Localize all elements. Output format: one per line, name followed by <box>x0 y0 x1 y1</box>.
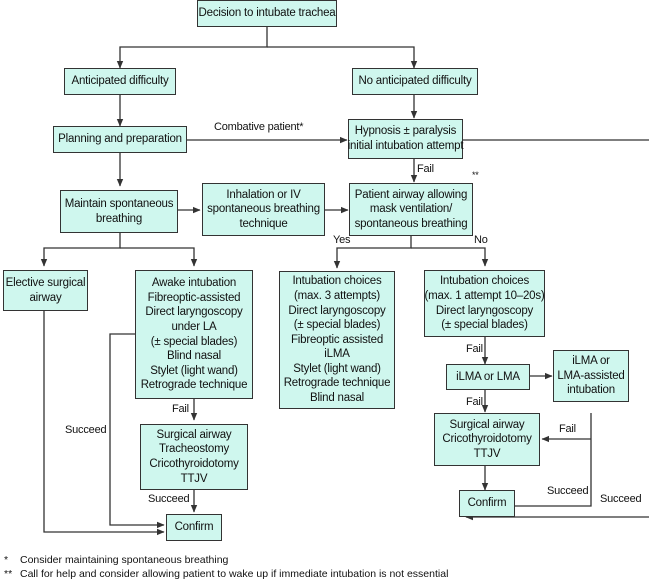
box-line: Elective surgical <box>5 276 86 289</box>
succeed-assisted-label: Succeed <box>547 485 589 497</box>
footnote-mark: ** <box>4 568 13 580</box>
box-line: Direct laryngoscopy <box>145 306 243 319</box>
fail-choices-no-label: Fail <box>466 343 483 355</box>
box-line: Confirm <box>467 497 507 510</box>
box-line: Retrograde technique <box>283 377 391 390</box>
box-line: (± special blades) <box>150 335 238 348</box>
edge-no <box>411 247 489 267</box>
box-line: airway <box>29 291 62 304</box>
elective-surgical-airway-box: Elective surgical airway <box>3 270 88 311</box>
no-anticipated-difficulty-box: No anticipated difficulty <box>352 68 478 95</box>
edge-far-right-succeed <box>462 139 649 521</box>
box-line: Patient airway allowing <box>354 188 468 201</box>
fail-awake-label: Fail <box>172 403 189 415</box>
decision-box: Decision to intubate trachea <box>197 0 337 27</box>
box-line: Confirm <box>174 521 214 534</box>
box-line: TTJV <box>180 472 208 485</box>
box-line: Stylet (light wand) <box>150 364 238 377</box>
box-line: Decision to intubate trachea <box>198 7 336 20</box>
box-line: breathing <box>95 212 143 225</box>
fail-assisted-label: Fail <box>559 423 576 435</box>
box-line: Awake intubation <box>151 277 237 290</box>
footnote-2: ** Call for help and consider allowing pa… <box>4 568 448 580</box>
fail-label: Fail <box>417 163 434 175</box>
box-line: technique <box>239 217 288 230</box>
box-line: Intubation choices <box>292 275 382 288</box>
fail-ilma-label: Fail <box>466 396 483 408</box>
succeed-left-label: Succeed <box>65 424 107 436</box>
box-line: iLMA or LMA <box>456 370 520 383</box>
edge-to-awake <box>120 247 198 267</box>
box-line: intubation <box>567 384 615 397</box>
edge-to-elective <box>40 233 121 267</box>
box-line: iLMA <box>324 348 350 361</box>
edge-yes <box>333 235 412 269</box>
box-line: Fibreoptic-assisted <box>147 291 241 304</box>
box-line: under LA <box>171 320 217 333</box>
footnote-1: * Consider maintaining spontaneous breath… <box>4 554 228 566</box>
box-line: Stylet (light wand) <box>293 362 381 375</box>
box-line: Cricothyroidotomy <box>149 458 239 470</box>
edge-awake-succeed <box>109 333 165 529</box>
box-line: Inhalation or IV <box>226 188 301 201</box>
hypnosis-box: Hypnosis ± paralysis initial intubation a… <box>347 119 464 159</box>
maintain-breathing-box: Maintain spontaneous breathing <box>60 190 178 233</box>
no-label: No <box>474 234 488 246</box>
box-line: Fibreoptic assisted <box>290 333 384 346</box>
combative-label: Combative patient* <box>214 121 304 133</box>
box-line: spontaneous breathing <box>207 203 320 216</box>
footnote-text: Call for help and consider allowing pati… <box>20 568 449 580</box>
box-line: Hypnosis ± paralysis <box>354 125 457 138</box>
succeed-surgical-left-label: Succeed <box>148 493 190 505</box>
box-line: Blind nasal <box>309 392 365 405</box>
box-line: TTJV <box>473 447 501 460</box>
box-line: Retrograde technique <box>140 379 248 392</box>
box-line: Direct laryngoscopy <box>435 304 534 317</box>
box-line: (max. 3 attempts) <box>293 289 381 302</box>
box-line: spontaneous breathing <box>354 217 468 230</box>
box-line: Planning and preparation <box>58 133 182 146</box>
box-line: initial intubation attempt <box>347 140 464 152</box>
edge-to-anticipated <box>116 26 268 69</box>
anticipated-difficulty-box: Anticipated difficulty <box>64 68 176 95</box>
box-line: Anticipated difficulty <box>71 75 169 88</box>
box-line: LMA-assisted <box>557 369 625 382</box>
box-line: (max. 1 attempt 10–20s) <box>424 289 545 302</box>
ilma-or-lma-box: iLMA or LMA <box>446 364 530 390</box>
double-star-label: ** <box>472 170 479 180</box>
footnote-text: Consider maintaining spontaneous breathi… <box>20 554 229 566</box>
confirm-right-box: Confirm <box>459 490 515 517</box>
box-line: Cricothyroidotomy <box>442 433 532 446</box>
box-line: Blind nasal <box>166 350 222 363</box>
box-line: (± special blades) <box>441 319 528 332</box>
box-line: Surgical airway <box>449 418 525 431</box>
edge-to-no-anticipated <box>267 46 418 69</box>
box-line: iLMA or <box>572 355 610 368</box>
box-line: Maintain spontaneous <box>64 197 174 210</box>
yes-label: Yes <box>333 234 351 246</box>
box-line: Intubation choices <box>439 275 530 288</box>
intubation-choices-no-box: Intubation choices(max. 1 attempt 10–20s… <box>424 270 545 337</box>
box-line: No anticipated difficulty <box>358 75 472 88</box>
box-line: mask ventilation/ <box>369 203 453 216</box>
box-line: Tracheostomy <box>158 443 230 456</box>
box-line: (± special blades) <box>293 319 381 332</box>
intubation-choices-yes-box: Intubation choices(max. 3 attempts) Direc… <box>279 271 395 409</box>
patient-airway-box: Patient airway allowing mask ventilation/… <box>349 183 473 236</box>
edge-elective-confirm <box>43 310 165 536</box>
succeed-far-right-label: Succeed <box>600 493 642 505</box>
box-line: Direct laryngoscopy <box>288 304 386 317</box>
footnote-mark: * <box>4 554 9 566</box>
confirm-left-box: Confirm <box>166 514 222 541</box>
box-line: Surgical airway <box>156 428 232 441</box>
planning-box: Planning and preparation <box>53 126 187 153</box>
